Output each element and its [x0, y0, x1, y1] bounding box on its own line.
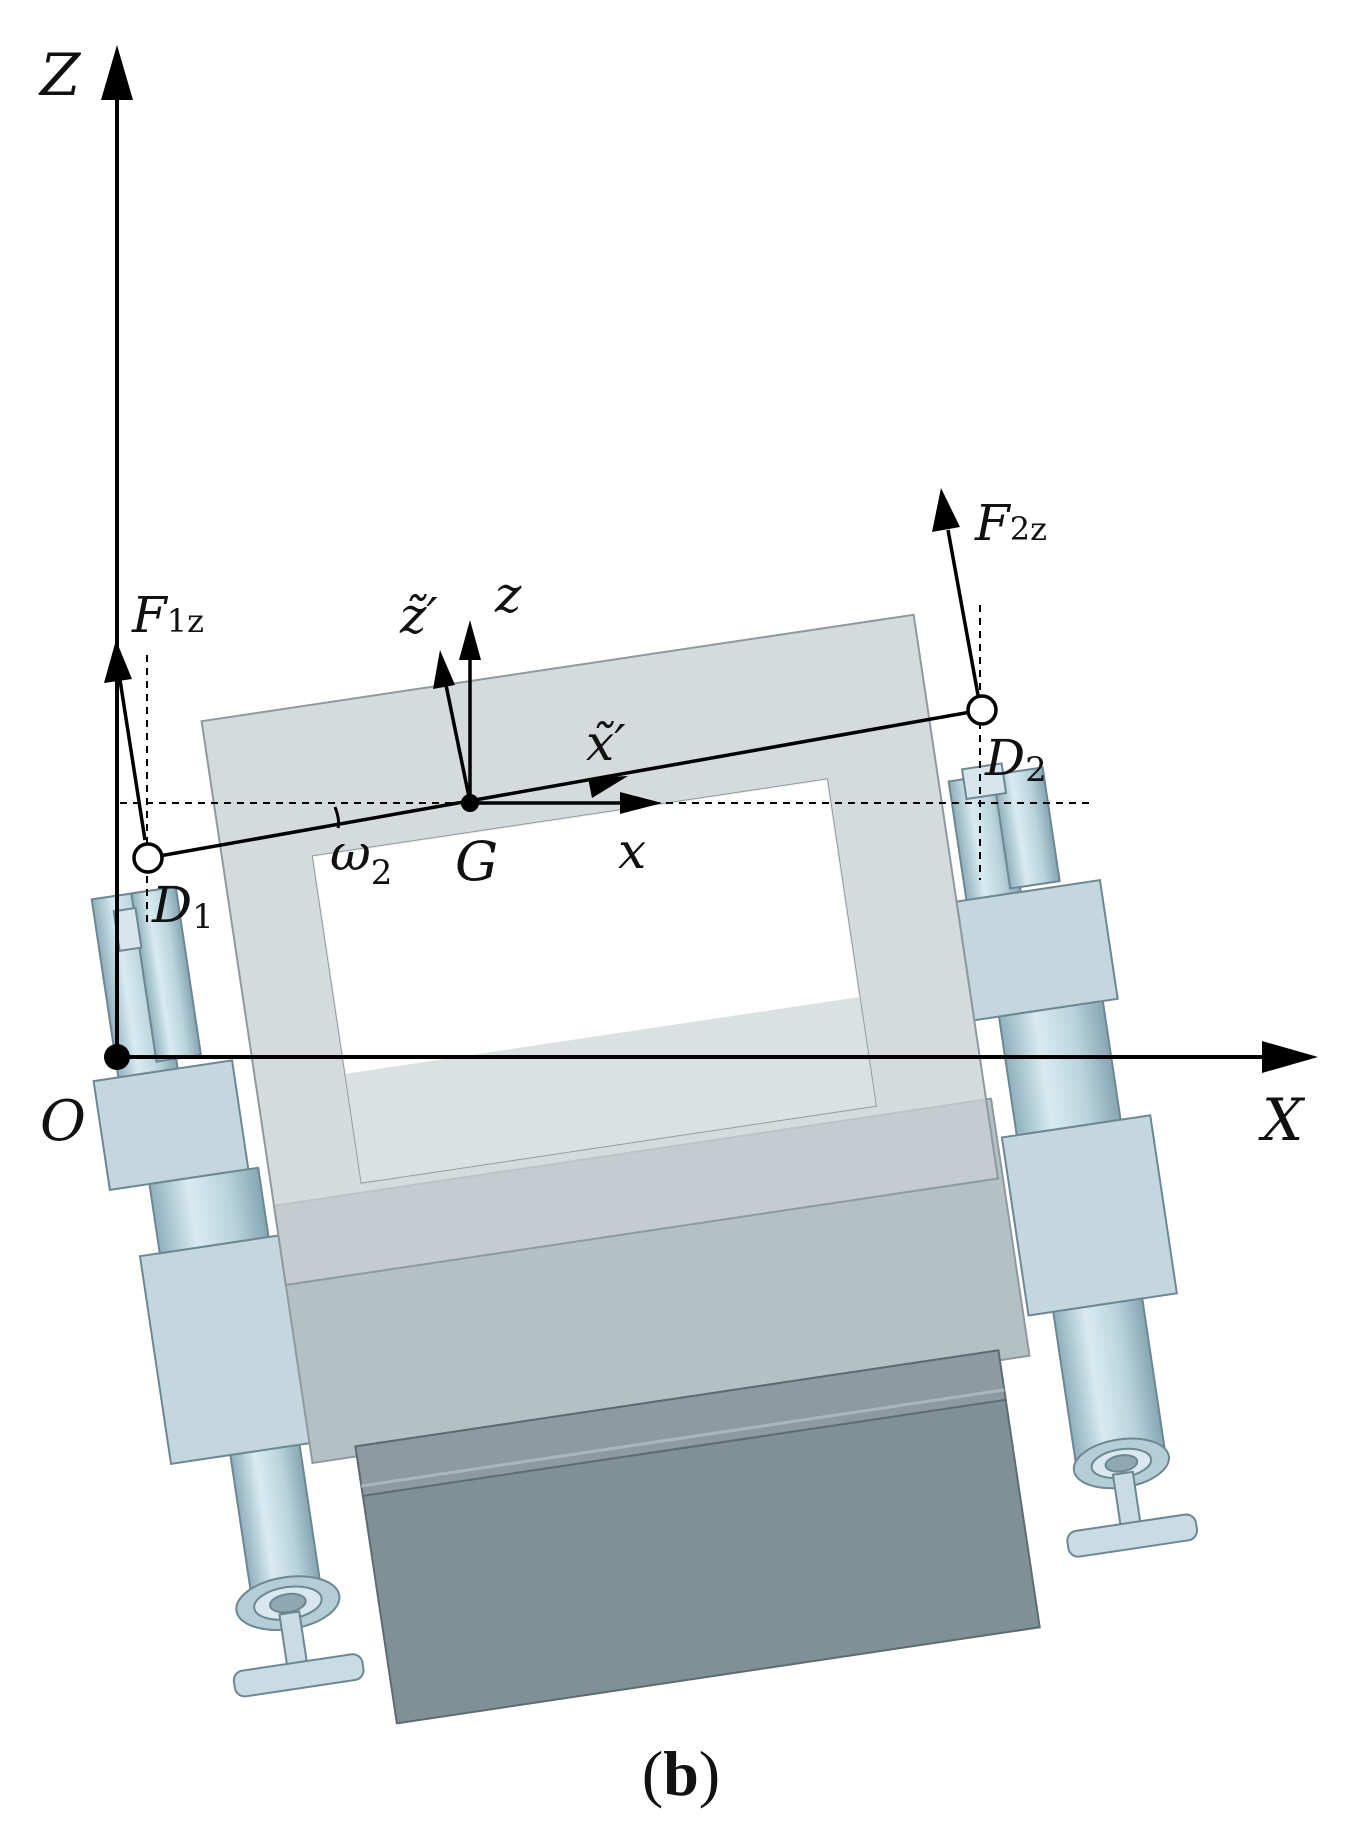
label-z-tilde: z̃′: [399, 587, 438, 645]
tilted-x-arrowhead: [588, 776, 628, 798]
label-F1z: F1z: [131, 586, 204, 644]
label-O: O: [40, 1089, 86, 1154]
f1z-force-vector: [118, 679, 147, 841]
z-axis-arrowhead: [101, 45, 133, 100]
tray-rim: [354, 1349, 1007, 1497]
tilted-link-d1-d2: [147, 708, 983, 860]
right-mid-cylinder: [997, 999, 1122, 1137]
f2z-force-vector: [946, 529, 980, 696]
label-local-x: x: [618, 822, 646, 880]
hinge-d1: [132, 842, 164, 874]
label-D2: D2: [984, 729, 1047, 790]
hinge-d2: [966, 694, 998, 726]
label-F2z: F2z: [974, 494, 1047, 552]
right-cylinder-upper: [947, 762, 1061, 902]
label-X: X: [1258, 1086, 1306, 1154]
right-upper-block: [955, 879, 1119, 1022]
right-cylinder-lower: [1052, 1297, 1199, 1558]
label-D1: D1: [151, 876, 214, 937]
tilted-mechanism: [90, 613, 1199, 1725]
label-x-tilde: x̃′: [586, 714, 626, 772]
annotations-layer: Z X O z x G z̃′ x̃′ F1z F2z D1 D2 ω2 (b): [38, 41, 1318, 1809]
local-x-arrowhead: [620, 792, 662, 814]
origin-point: [104, 1044, 130, 1070]
tilted-z-arrowhead: [433, 650, 455, 689]
label-omega2: ω2: [330, 824, 392, 893]
f1z-arrowhead: [104, 640, 132, 683]
omega-angle-arc: [333, 806, 341, 829]
f2z-arrowhead: [932, 488, 960, 532]
x-axis-arrowhead: [1262, 1041, 1318, 1073]
left-cylinder-upper: [90, 885, 203, 1079]
tilted-z-axis: [444, 684, 472, 803]
label-Z: Z: [38, 41, 82, 109]
label-local-z: z: [494, 566, 522, 624]
left-mid-cylinder: [148, 1166, 270, 1255]
figure-caption: (b): [642, 1738, 720, 1809]
window-lower-overlay: [345, 996, 876, 1183]
label-G: G: [455, 830, 498, 893]
right-lower-block: [1000, 1114, 1178, 1317]
left-upper-block: [92, 1059, 250, 1192]
point-g: [461, 794, 479, 812]
local-z-arrowhead: [459, 620, 481, 660]
